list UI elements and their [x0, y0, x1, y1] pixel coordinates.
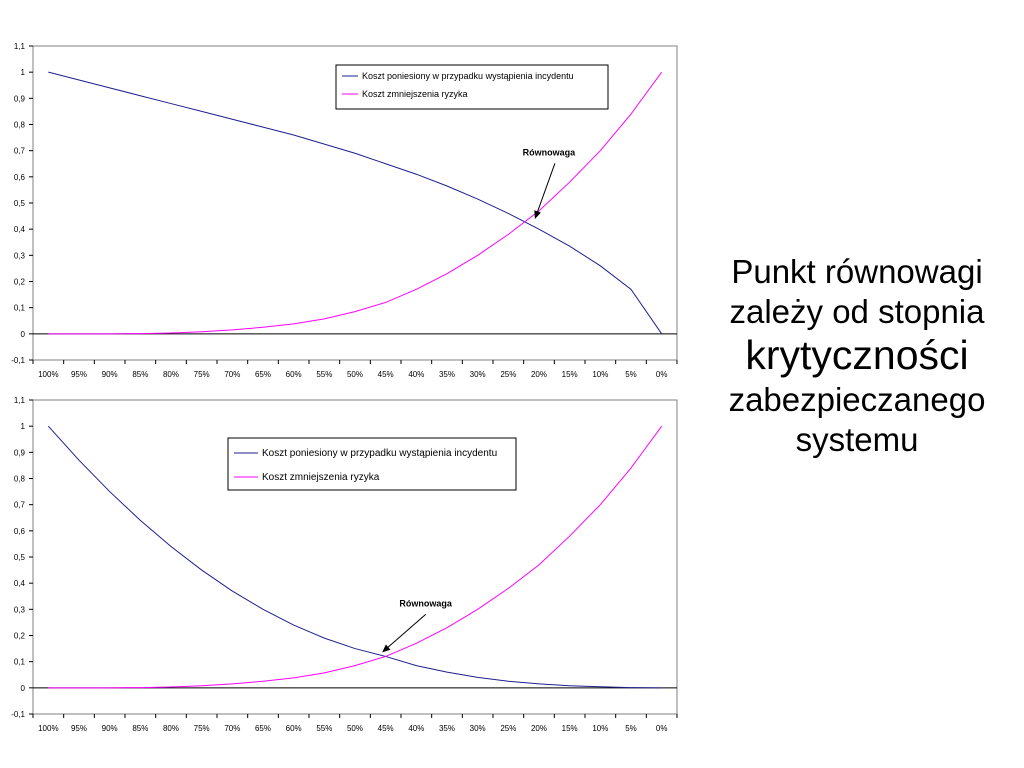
y-tick-label: 1,1: [14, 396, 26, 405]
y-tick-label: -0,1: [11, 710, 25, 719]
y-tick-label: 0,7: [14, 147, 26, 156]
y-tick-label: 0,9: [14, 94, 26, 103]
y-tick-label: 0,2: [14, 278, 26, 287]
x-tick-label: 100%: [38, 724, 58, 733]
y-tick-label: 0,2: [14, 632, 26, 641]
x-tick-label: 40%: [408, 370, 424, 379]
annotation-arrow-line: [536, 163, 556, 214]
y-tick-label: -0,1: [11, 356, 25, 365]
x-tick-label: 20%: [531, 724, 547, 733]
annotation-arrowhead: [534, 210, 541, 219]
x-tick-label: 90%: [102, 724, 118, 733]
y-tick-label: 0,5: [14, 553, 26, 562]
x-tick-label: 5%: [625, 370, 637, 379]
x-tick-label: 10%: [592, 724, 608, 733]
side-title: Punkt równowagi zależy od stopnia krytyc…: [690, 252, 1024, 460]
chart-bottom: -0,1 0 0,1 0,2 0,3 0,4 0,5 0,6 0,7 0,8 0,9 1 1,1 100%…: [11, 396, 678, 733]
annotation-arrowhead: [382, 644, 391, 653]
legend-box: [335, 64, 609, 110]
series-line-2: [48, 425, 663, 689]
x-tick-label: 75%: [194, 724, 210, 733]
x-tick-label: 25%: [500, 724, 516, 733]
y-tick-label: 0: [21, 330, 26, 339]
x-tick-label: 100%: [38, 370, 58, 379]
y-tick-label: 0: [21, 684, 26, 693]
y-tick-label: 1,1: [14, 42, 26, 51]
x-tick-label: 45%: [378, 724, 394, 733]
chart-top: -0,1 0 0,1 0,2 0,3 0,4 0,5 0,6 0,7 0,8 0,9 1 1,1 100%…: [11, 42, 678, 379]
x-tick-label: 85%: [132, 724, 148, 733]
x-tick-label: 85%: [132, 370, 148, 379]
legend-label-1: Koszt poniesiony w przypadku wystąpienia…: [262, 448, 497, 459]
side-title-line5: systemu: [795, 420, 919, 458]
x-tick-label: 80%: [163, 370, 179, 379]
side-title-line4: zabezpieczanego: [728, 381, 986, 419]
x-tick-label: 95%: [71, 370, 87, 379]
x-tick-label: 40%: [408, 724, 424, 733]
x-tick-label: 10%: [592, 370, 608, 379]
y-tick-label: 0,7: [14, 501, 26, 510]
y-tick-label: 0,5: [14, 199, 26, 208]
x-tick-label: 35%: [439, 370, 455, 379]
y-tick-label: 0,1: [14, 304, 26, 313]
annotation-label: Równowaga: [523, 147, 576, 157]
x-tick-label: 35%: [439, 724, 455, 733]
y-tick-label: 0,6: [14, 173, 26, 182]
x-tick-label: 15%: [562, 370, 578, 379]
annotation-arrow-line: [386, 614, 426, 649]
y-tick-label: 0,8: [14, 121, 26, 130]
side-title-line2: zależy od stopnia: [729, 292, 985, 330]
x-tick-label: 65%: [255, 724, 271, 733]
y-tick-label: 1: [21, 68, 26, 77]
x-tick-label: 60%: [286, 370, 302, 379]
legend-label-1: Koszt poniesiony w przypadku wystąpienia…: [362, 71, 574, 81]
x-tick-label: 30%: [470, 370, 486, 379]
legend-box: [227, 437, 517, 491]
x-tick-label: 95%: [71, 724, 87, 733]
legend-label-2: Koszt zmniejszenia ryzyka: [362, 89, 468, 99]
annotation-label: Równowaga: [399, 598, 452, 608]
y-tick-label: 1: [21, 422, 26, 431]
x-tick-label: 25%: [500, 370, 516, 379]
x-tick-label: 50%: [347, 370, 363, 379]
x-tick-label: 5%: [625, 724, 637, 733]
series-line-1: [48, 71, 663, 335]
y-tick-label: 0,6: [14, 527, 26, 536]
x-tick-label: 30%: [470, 724, 486, 733]
x-tick-label: 50%: [347, 724, 363, 733]
x-tick-label: 75%: [194, 370, 210, 379]
series-line-1: [47, 425, 662, 689]
x-tick-label: 20%: [531, 370, 547, 379]
side-title-line3: krytyczności: [745, 332, 969, 379]
x-tick-label: 80%: [163, 724, 179, 733]
y-tick-label: 0,3: [14, 605, 26, 614]
x-tick-label: 90%: [102, 370, 118, 379]
x-tick-label: 55%: [316, 724, 332, 733]
x-tick-label: 70%: [224, 370, 240, 379]
x-tick-label: 70%: [224, 724, 240, 733]
x-tick-label: 0%: [656, 370, 668, 379]
x-tick-label: 15%: [562, 724, 578, 733]
side-title-line1: Punkt równowagi: [731, 253, 983, 290]
x-tick-label: 55%: [316, 370, 332, 379]
y-tick-label: 0,4: [14, 579, 26, 588]
legend-label-2: Koszt zmniejszenia ryzyka: [262, 472, 380, 483]
x-tick-label: 65%: [255, 370, 271, 379]
y-tick-label: 0,9: [14, 448, 26, 457]
y-tick-label: 0,3: [14, 251, 26, 260]
x-tick-label: 45%: [378, 370, 394, 379]
y-tick-label: 0,1: [14, 658, 26, 667]
x-tick-label: 60%: [286, 724, 302, 733]
series-line-2: [48, 71, 663, 335]
x-tick-label: 0%: [656, 724, 668, 733]
y-tick-label: 0,4: [14, 225, 26, 234]
y-tick-label: 0,8: [14, 475, 26, 484]
